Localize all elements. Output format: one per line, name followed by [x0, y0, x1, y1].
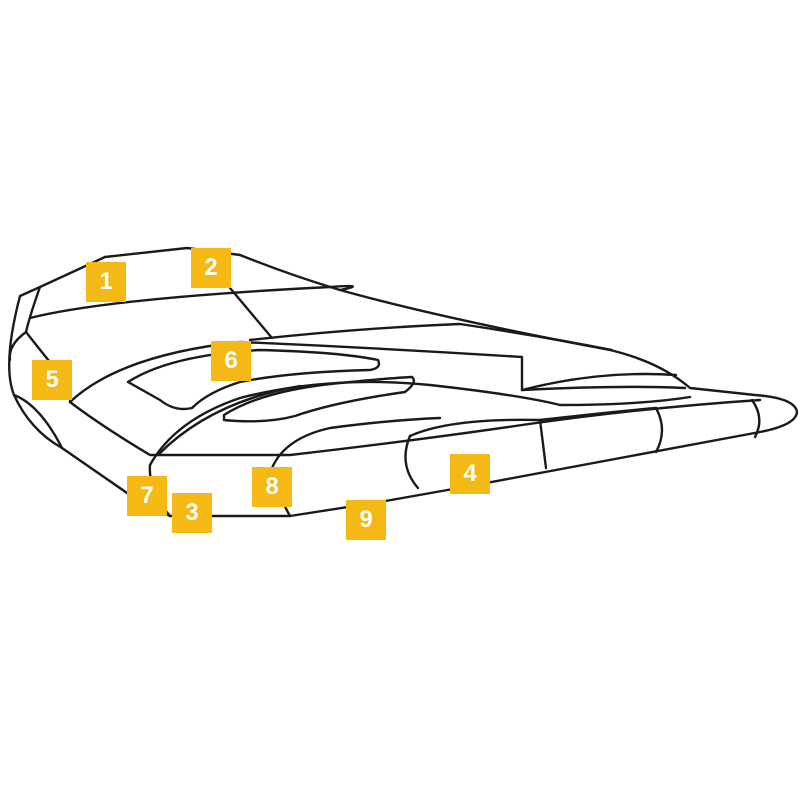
callout-9: 9 — [346, 500, 386, 540]
side-panel-divider-3 — [750, 398, 761, 439]
inset-panel-lower — [222, 375, 416, 423]
seat-top-line — [248, 322, 614, 352]
side-bolster-curve — [270, 416, 442, 470]
callout-1: 1 — [86, 262, 126, 302]
side-panel-divider-2 — [654, 406, 664, 454]
callout-8: 8 — [252, 467, 292, 507]
seat-mid-line — [520, 372, 678, 392]
inner-swoop — [156, 384, 302, 457]
seat-cushion-outline — [68, 340, 687, 404]
rear-side-line — [8, 330, 28, 362]
callout-3: 3 — [172, 493, 212, 533]
front-center-panel — [148, 380, 692, 467]
callout-5: 5 — [32, 360, 72, 400]
callout-6: 6 — [211, 341, 251, 381]
callout-4: 4 — [450, 454, 490, 494]
back-panel-line — [28, 284, 354, 320]
callout-2: 2 — [191, 248, 231, 288]
side-panel-divider-1 — [538, 418, 548, 470]
rear-side-edge — [12, 393, 64, 450]
seat-outer-outline — [8, 246, 799, 518]
back-panel-divider — [228, 286, 274, 340]
side-panel-front — [404, 434, 420, 490]
side-panel-top — [408, 406, 658, 438]
callout-7: 7 — [127, 476, 167, 516]
